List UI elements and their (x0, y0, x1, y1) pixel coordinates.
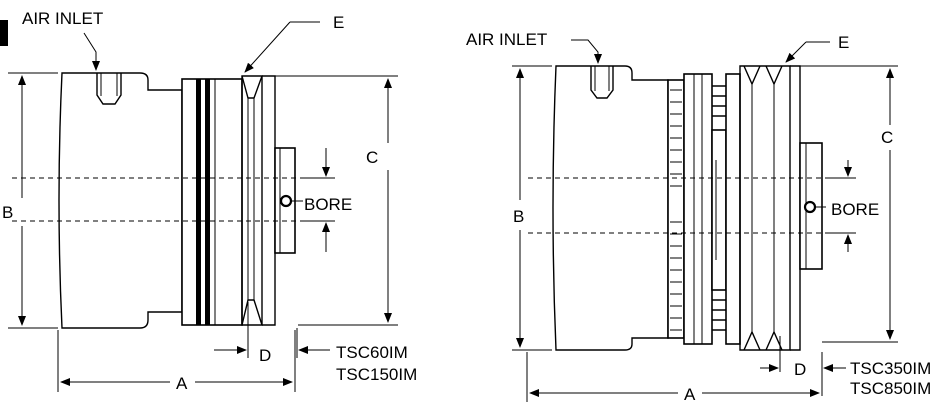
left-dim-a-label: A (176, 374, 188, 393)
right-model-2: TSC850IM (850, 379, 931, 398)
left-model-1: TSC60IM (336, 343, 408, 362)
right-model-1: TSC350IM (850, 359, 931, 378)
left-pulley (241, 75, 263, 326)
left-edge-mark (0, 20, 8, 46)
right-dim-d-label: D (794, 360, 806, 379)
right-setscrew (803, 200, 817, 214)
right-air-port (590, 66, 614, 99)
left-dim-b-label: B (2, 203, 13, 222)
left-clutch-drawing: AIR INLET E C B BORE D A TSC60IM TSC150I… (0, 9, 417, 393)
right-spring-pack (667, 79, 685, 339)
right-housing (552, 65, 669, 351)
right-clutch-drawing: AIR INLET E C B BORE D A TSC350IM TSC850… (466, 30, 931, 404)
left-dim-c-label: C (366, 148, 378, 167)
right-dim-a-label: A (684, 385, 696, 404)
left-housing (58, 72, 183, 329)
left-model-2: TSC150IM (336, 365, 417, 384)
right-dim-c-label: C (881, 128, 893, 147)
left-disk (181, 78, 243, 326)
left-bore-label: BORE (304, 195, 352, 214)
right-pulley (739, 65, 791, 351)
left-air-inlet-label: AIR INLET (22, 9, 103, 28)
right-dim-b-label: B (513, 207, 524, 226)
right-bore-label: BORE (831, 200, 879, 219)
left-dim-d-label: D (259, 346, 271, 365)
right-air-inlet-label: AIR INLET (466, 30, 547, 49)
right-dim-e-label: E (838, 33, 849, 52)
left-air-port (96, 73, 122, 105)
left-dim-e-label: E (333, 13, 344, 32)
left-setscrew (279, 194, 293, 208)
